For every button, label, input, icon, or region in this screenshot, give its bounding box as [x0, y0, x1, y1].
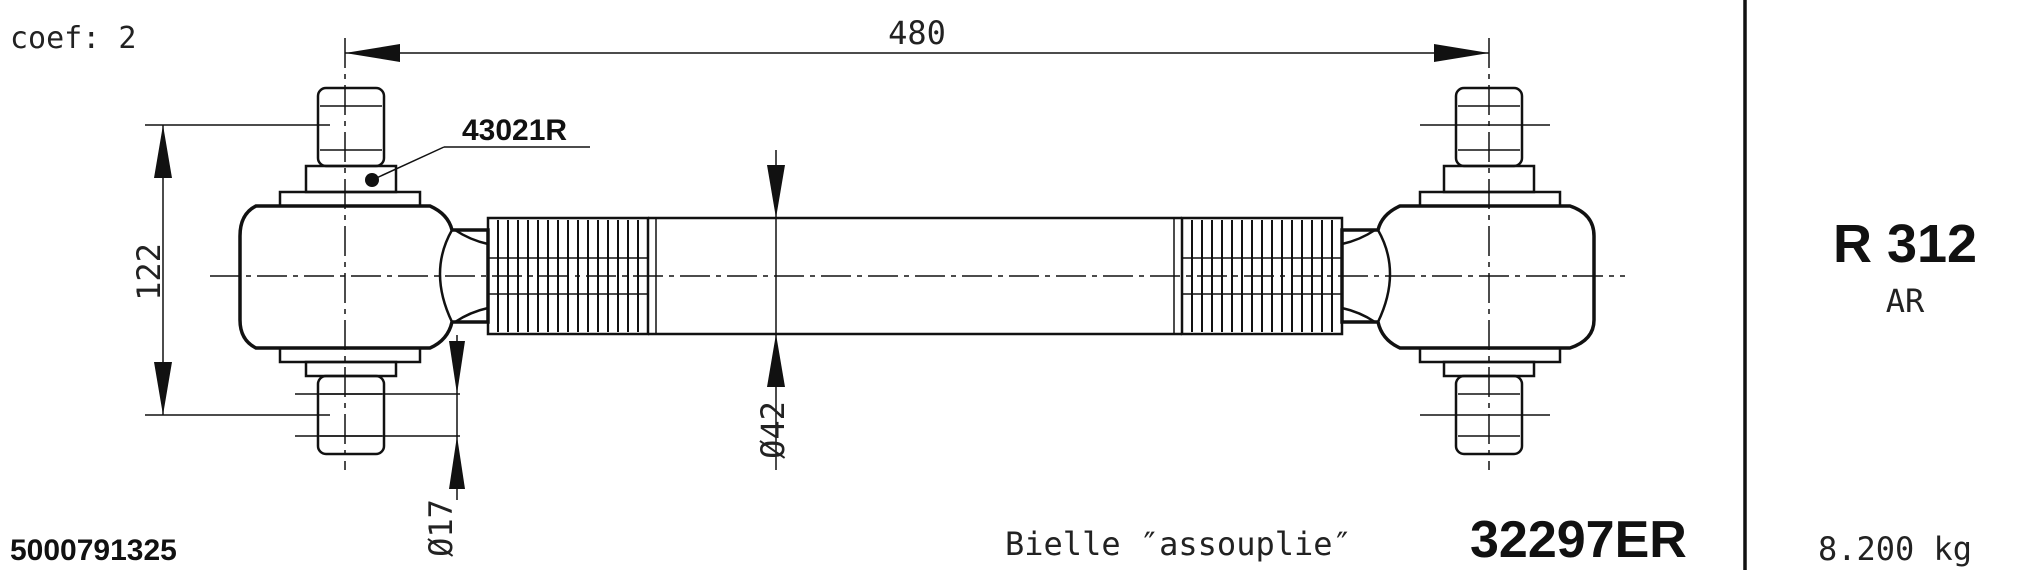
weight-label: 8.200 kg	[1818, 530, 1972, 568]
reference-number: 5000791325	[10, 534, 177, 567]
model-subcode: AR	[1886, 282, 1925, 320]
rod-diameter-dimension	[767, 150, 785, 470]
bolt-diameter-dimension	[295, 335, 465, 500]
height-label: 122	[130, 243, 168, 301]
right-eye	[1340, 38, 1596, 470]
left-eye	[238, 38, 490, 470]
rod	[210, 216, 1625, 336]
part-number: 32297ER	[1470, 511, 1687, 569]
right-sleeve-ribs	[1182, 220, 1342, 332]
rod-diameter-label: Ø42	[754, 401, 792, 459]
length-dimension	[345, 44, 1489, 62]
height-dimension	[145, 124, 1550, 416]
part-callout	[365, 146, 590, 187]
bolt-diameter-label: Ø17	[422, 499, 460, 557]
coef-label: coef: 2	[10, 21, 136, 56]
callout-label: 43021R	[462, 114, 567, 147]
length-label: 480	[888, 14, 946, 52]
part-description: Bielle ″assouplie″	[1005, 525, 1352, 563]
model-code: R 312	[1833, 214, 1977, 274]
